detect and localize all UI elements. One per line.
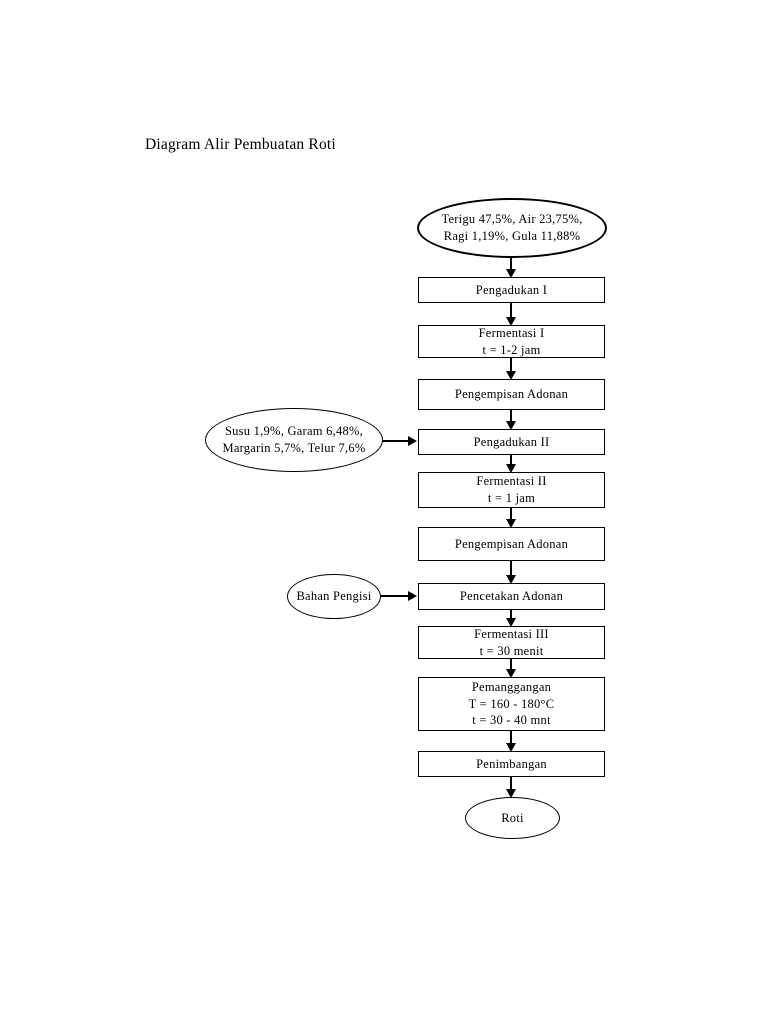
flow-node-fermentasi-1: Fermentasi I t = 1-2 jam [418,325,605,358]
node-label: Fermentasi III [474,626,549,641]
arrow-down-connector [506,658,516,678]
flow-node-fermentasi-2: Fermentasi II t = 1 jam [418,472,605,508]
node-label: Pemanggangan [471,680,552,695]
flow-node-input-susu-garam: Susu 1,9%, Garam 6,48%, Margarin 5,7%, T… [205,408,383,472]
flow-node-pencetakan: Pencetakan Adonan [418,583,605,610]
arrow-down-connector [506,257,516,278]
node-label: Penimbangan [476,756,547,771]
node-detail: t = 30 - 40 mnt [472,713,551,728]
node-label-line: Margarin 5,7%, Telur 7,6% [222,441,366,455]
arrow-right-connector [381,591,417,601]
flow-node-end-roti: Roti [465,797,560,839]
flow-node-pengempisan-1: Pengempisan Adonan [418,379,605,410]
flow-node-pengempisan-2: Pengempisan Adonan [418,527,605,561]
node-label: Roti [501,810,524,825]
node-detail: t = 1 jam [487,491,536,505]
node-label-line: Ragi 1,19%, Gula 11,88% [443,229,581,243]
arrow-down-connector [506,730,516,752]
arrow-down-connector [506,357,516,380]
node-label-line: Bahan Pengisi [296,589,372,604]
node-detail: t = 30 menit [479,643,544,658]
flow-node-pemanggangan: Pemanggangan T = 160 - 180°C t = 30 - 40… [418,677,605,731]
arrow-down-connector [506,454,516,473]
node-label: Fermentasi II [476,474,547,489]
flow-node-pengadukan-2: Pengadukan II [418,429,605,455]
node-label: Fermentasi I [478,325,545,340]
arrow-right-connector [382,436,417,446]
arrow-down-connector [506,774,516,798]
arrow-down-connector [506,609,516,627]
node-detail: T = 160 - 180°C [468,696,555,711]
node-label: Pengadukan I [475,282,548,297]
arrow-down-connector [506,303,516,326]
arrow-down-connector [506,560,516,584]
node-label: Pengadukan II [473,434,550,449]
diagram-title: Diagram Alir Pembuatan Roti [145,136,336,153]
node-label-line: Terigu 47,5%, Air 23,75%, [441,212,583,227]
node-label: Pengempisan Adonan [454,387,569,402]
node-label-line: Susu 1,9%, Garam 6,48%, [224,424,364,439]
flow-node-pengadukan-1: Pengadukan I [418,277,605,303]
arrow-down-connector [506,410,516,430]
flow-node-penimbangan: Penimbangan [418,751,605,777]
flow-node-start-ingredients: Terigu 47,5%, Air 23,75%, Ragi 1,19%, Gu… [417,198,607,258]
arrow-down-connector [506,507,516,528]
flow-node-fermentasi-3: Fermentasi III t = 30 menit [418,626,605,659]
node-detail: t = 1-2 jam [482,342,541,357]
node-label: Pencetakan Adonan [459,589,564,604]
flow-node-input-bahan-pengisi: Bahan Pengisi [287,574,381,619]
node-label: Pengempisan Adonan [454,536,569,551]
